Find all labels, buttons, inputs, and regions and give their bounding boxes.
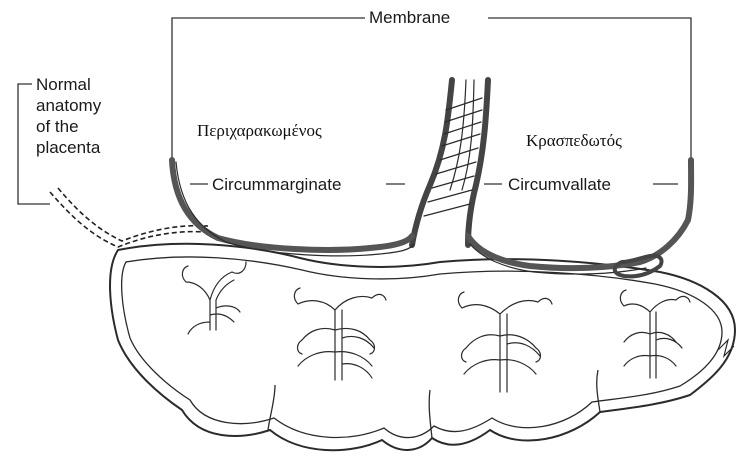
- umbilical-cord: [412, 80, 488, 245]
- normal-anatomy-line-4: placenta: [36, 137, 101, 158]
- left-membrane-band: [172, 160, 412, 250]
- normal-anatomy-label: Normal anatomy of the placenta: [36, 74, 101, 158]
- normal-anatomy-line-1: Normal: [36, 74, 101, 95]
- normal-anatomy-line-3: of the: [36, 116, 101, 137]
- greek-circummarginate-label: Περιχαρακωμένος: [197, 122, 322, 139]
- normal-anatomy-line-2: anatomy: [36, 95, 101, 116]
- greek-circumvallate-label: Κρασπεδωτός: [526, 132, 622, 149]
- circummarginate-label: Circummarginate: [210, 176, 343, 193]
- membrane-label: Membrane: [369, 9, 450, 26]
- circumvallate-label: Circumvallate: [506, 176, 613, 193]
